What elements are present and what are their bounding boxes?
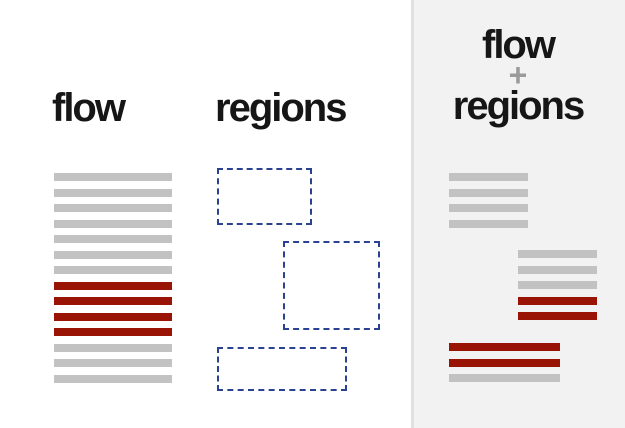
text-line-gray [54, 343, 172, 352]
text-line-red [54, 312, 172, 321]
text-line-red [518, 296, 597, 305]
region-box [217, 347, 347, 391]
combined-heading-flow: flow [482, 23, 556, 67]
text-line-red [54, 281, 172, 290]
combined-panel [411, 0, 625, 428]
text-line-gray [449, 374, 560, 382]
region-text-group [449, 173, 528, 235]
region-text-group [518, 250, 597, 328]
text-line-gray [54, 266, 172, 274]
text-line-gray [449, 219, 528, 228]
combined-heading: flow + regions [411, 23, 625, 128]
text-line-red [54, 297, 172, 305]
text-line-gray [54, 374, 172, 383]
text-line-red [449, 358, 560, 367]
text-line-gray [54, 188, 172, 197]
text-line-gray [54, 359, 172, 367]
text-line-gray [54, 204, 172, 212]
region-box [283, 241, 380, 330]
text-line-gray [54, 173, 172, 181]
text-line-gray [449, 173, 528, 181]
region-box [217, 168, 312, 225]
text-line-gray [54, 219, 172, 228]
text-line-gray [54, 250, 172, 259]
flow-heading: flow [52, 86, 126, 130]
text-line-red [449, 343, 560, 351]
region-text-group [449, 343, 560, 390]
text-line-gray [54, 235, 172, 243]
regions-heading: regions [215, 86, 347, 130]
text-line-gray [449, 188, 528, 197]
text-line-red [518, 312, 597, 320]
text-line-red [54, 328, 172, 336]
plus-icon: + [508, 57, 528, 93]
text-line-gray [518, 250, 597, 258]
text-line-gray [518, 281, 597, 289]
combined-heading-regions: regions [452, 84, 585, 128]
text-line-gray [449, 204, 528, 212]
flow-text-lines [54, 173, 172, 390]
text-line-gray [518, 265, 597, 274]
